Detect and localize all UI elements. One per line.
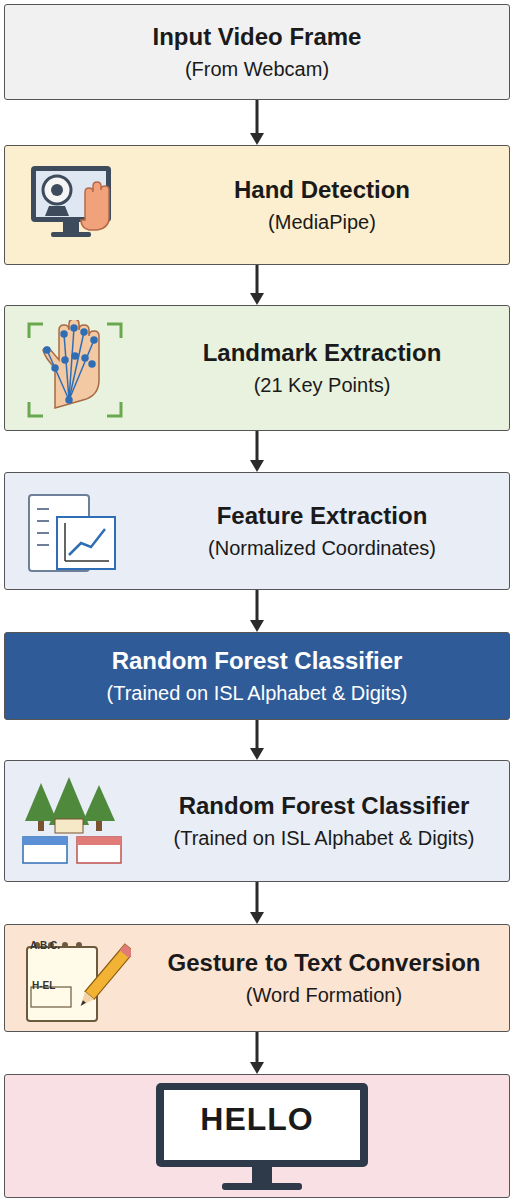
process-box: Random Forest Classifier (Trained on ISL … [4, 760, 510, 882]
box-title: Hand Detection [234, 175, 410, 205]
box-subtitle: (Trained on ISL Alphabet & Digits) [174, 825, 475, 851]
process-box: Gesture to Text Conversion (Word Formatio… [4, 924, 510, 1032]
icon-label: A.B.C. [30, 940, 60, 951]
illustration-icon [25, 320, 125, 420]
illustration-icon [19, 775, 129, 871]
illustration-icon [152, 1081, 372, 1195]
flow-arrow [250, 720, 264, 760]
flow-arrow [250, 590, 264, 632]
process-box: Landmark Extraction (21 Key Points) [4, 305, 510, 431]
box-subtitle: (Word Formation) [246, 982, 402, 1008]
illustration-icon [25, 491, 125, 577]
box-title: Input Video Frame [153, 22, 362, 52]
box-subtitle: (21 Key Points) [254, 372, 391, 398]
box-subtitle: (From Webcam) [185, 56, 329, 82]
illustration-icon [27, 160, 127, 246]
icon-label: H-EL [32, 980, 55, 991]
process-box: HELLO [4, 1074, 510, 1198]
flow-arrow [250, 100, 264, 145]
box-title: Random Forest Classifier [112, 646, 403, 676]
flow-arrow [250, 431, 264, 472]
box-title: Gesture to Text Conversion [168, 948, 481, 978]
flow-arrow [250, 882, 264, 924]
box-subtitle: (MediaPipe) [268, 209, 376, 235]
flow-arrow [250, 265, 264, 305]
box-title: Feature Extraction [217, 501, 428, 531]
box-title: Landmark Extraction [203, 338, 442, 368]
process-box: Feature Extraction (Normalized Coordinate… [4, 472, 510, 590]
box-title: HELLO [200, 1099, 313, 1139]
box-subtitle: (Trained on ISL Alphabet & Digits) [107, 680, 408, 706]
flow-arrow [250, 1032, 264, 1074]
box-title: Random Forest Classifier [179, 791, 470, 821]
box-subtitle: (Normalized Coordinates) [208, 535, 436, 561]
process-box: Hand Detection (MediaPipe) [4, 145, 510, 265]
process-box: Input Video Frame (From Webcam) [4, 4, 510, 100]
process-box: Random Forest Classifier (Trained on ISL … [4, 632, 510, 720]
